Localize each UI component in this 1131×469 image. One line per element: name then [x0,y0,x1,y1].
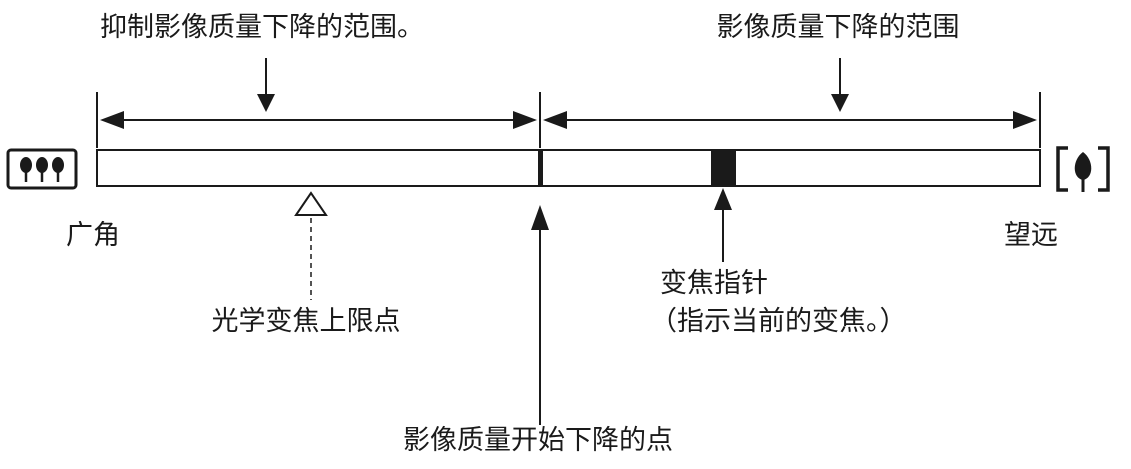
zoom-indicator-pointer [714,188,732,262]
degrade-range-pointer [831,58,849,112]
degrade-start-marker [538,150,543,186]
degrade-range-arrow [543,111,1037,129]
optical-zoom-limit-label: 光学变焦上限点 [211,306,401,337]
zoom-indicator-label: 变焦指针 [660,268,768,299]
zoom-indicator-marker [711,150,736,186]
zoom-indicator-note: （指示当前的变焦。） [650,306,907,337]
suppress-range-label: 抑制影像质量下降的范围。 [100,12,424,43]
degrade-start-pointer [531,205,549,425]
zoom-bar [96,149,1041,187]
single-tree-icon [1056,146,1110,192]
suppress-range-pointer [257,58,275,112]
degrade-start-label: 影像质量开始下降的点 [403,425,673,456]
degrade-range-label: 影像质量下降的范围 [716,12,960,43]
optical-zoom-limit-triangle [294,191,328,216]
tele-label: 望远 [1004,220,1058,251]
three-trees-icon [6,148,78,190]
suppress-range-arrow [100,111,537,129]
wide-label: 广角 [66,220,120,251]
